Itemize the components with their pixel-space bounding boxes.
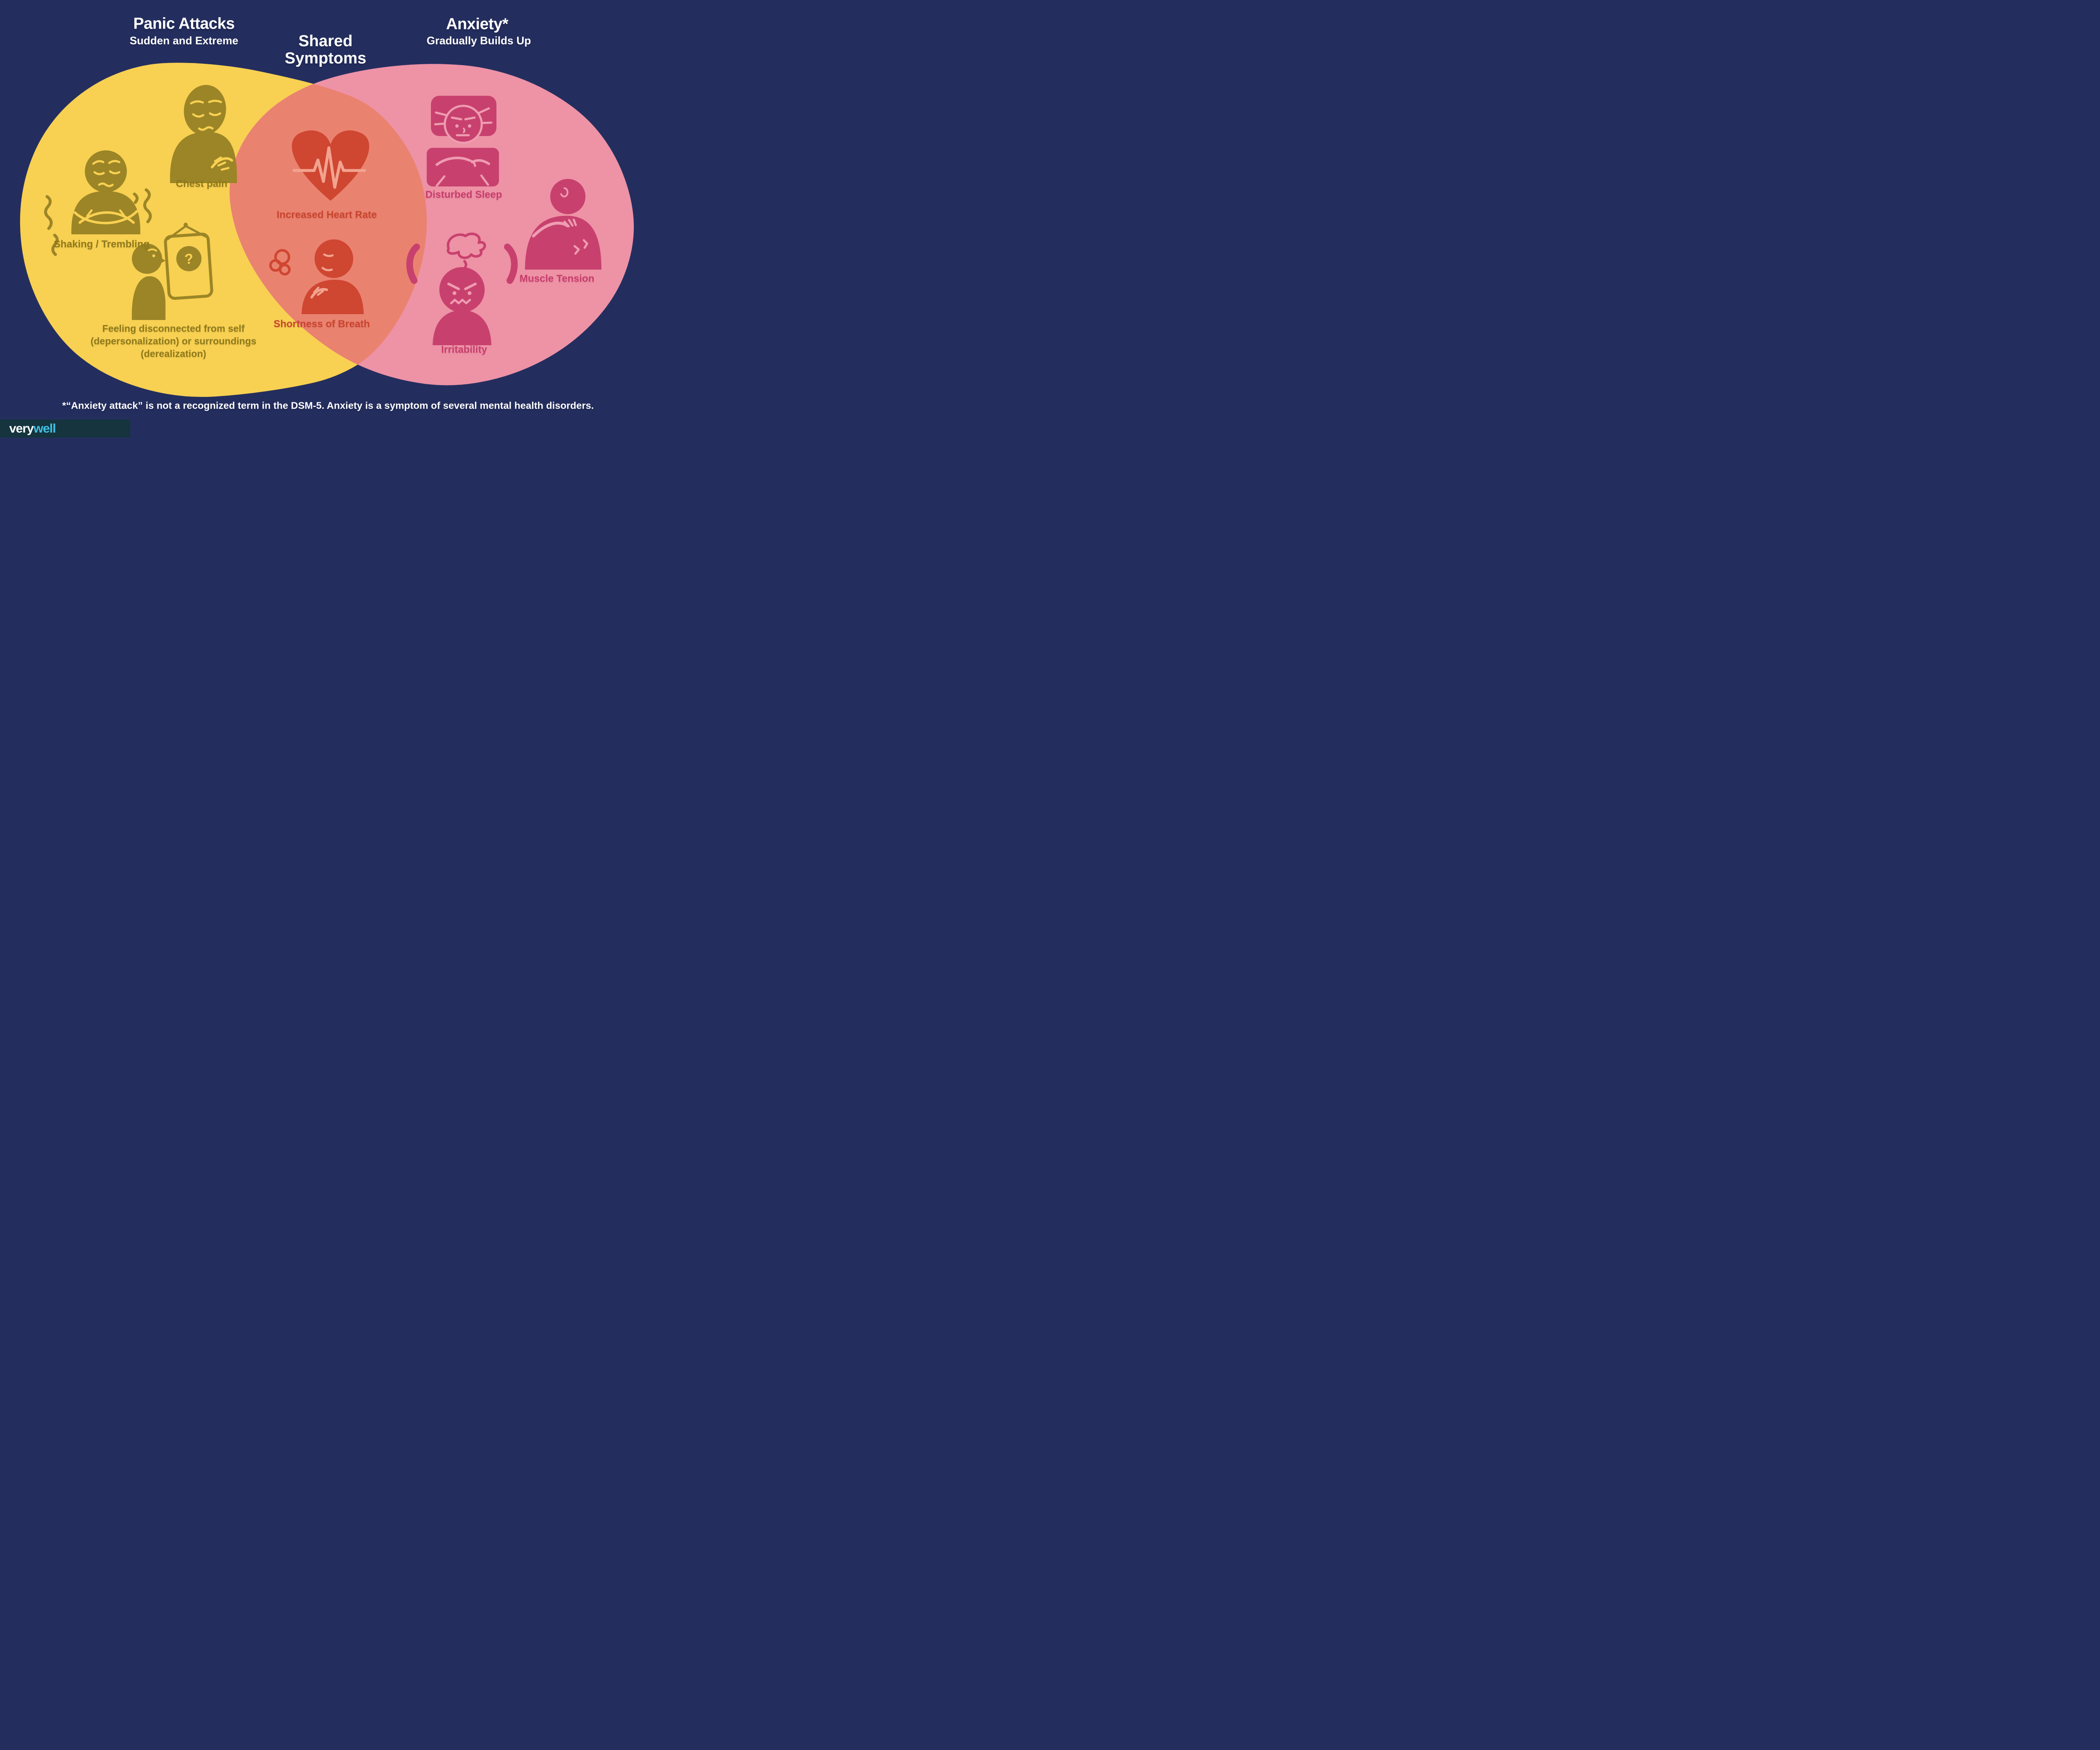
- verywell-logo-well: well: [33, 421, 56, 436]
- shared-symptoms-title: Shared Symptoms: [285, 33, 366, 67]
- disturbed-sleep-icon: [427, 96, 499, 187]
- anxiety-subtitle: Gradually Builds Up: [426, 34, 531, 47]
- anxiety-title: Anxiety*: [446, 15, 509, 33]
- depersonalization-line1: Feeling disconnected from self: [102, 323, 245, 334]
- disturbed-sleep-label: Disturbed Sleep: [425, 189, 502, 200]
- muscle-tension-icon: [525, 179, 601, 270]
- shared-title-line1: Shared: [298, 32, 353, 50]
- panic-attacks-subtitle: Sudden and Extreme: [129, 34, 239, 47]
- panic-attacks-title: Panic Attacks: [133, 15, 235, 33]
- shortness-of-breath-icon: [269, 239, 364, 314]
- shaking-person-icon: [44, 150, 152, 256]
- mirror-depersonalization-icon: ?: [131, 223, 213, 320]
- chest-pain-label: Chest pain: [176, 178, 228, 189]
- infographic-panic-vs-anxiety: ?: [0, 0, 656, 438]
- depersonalization-line2: (depersonalization) or surroundings: [90, 336, 257, 346]
- dsm5-footnote: *“Anxiety attack” is not a recognized te…: [62, 400, 594, 411]
- irritability-label: Irritability: [441, 344, 487, 355]
- shared-title-line2: Symptoms: [284, 50, 367, 67]
- chest-pain-icon: [170, 85, 237, 183]
- question-mark: ?: [184, 251, 194, 267]
- verywell-logo-very: very: [9, 421, 34, 436]
- increased-heart-rate-label: Increased Heart Rate: [276, 209, 377, 220]
- heart-ekg-icon: [291, 130, 370, 201]
- depersonalization-line3: (derealization): [141, 348, 206, 359]
- muscle-tension-label: Muscle Tension: [519, 273, 595, 284]
- venn-diagram-scene: ?: [20, 63, 634, 397]
- irritability-icon: [406, 232, 518, 345]
- depersonalization-label: Feeling disconnected from self (deperson…: [91, 322, 257, 360]
- shaking-trembling-label: Shaking / Trembling: [53, 239, 150, 250]
- shortness-of-breath-label: Shortness of Breath: [273, 318, 370, 330]
